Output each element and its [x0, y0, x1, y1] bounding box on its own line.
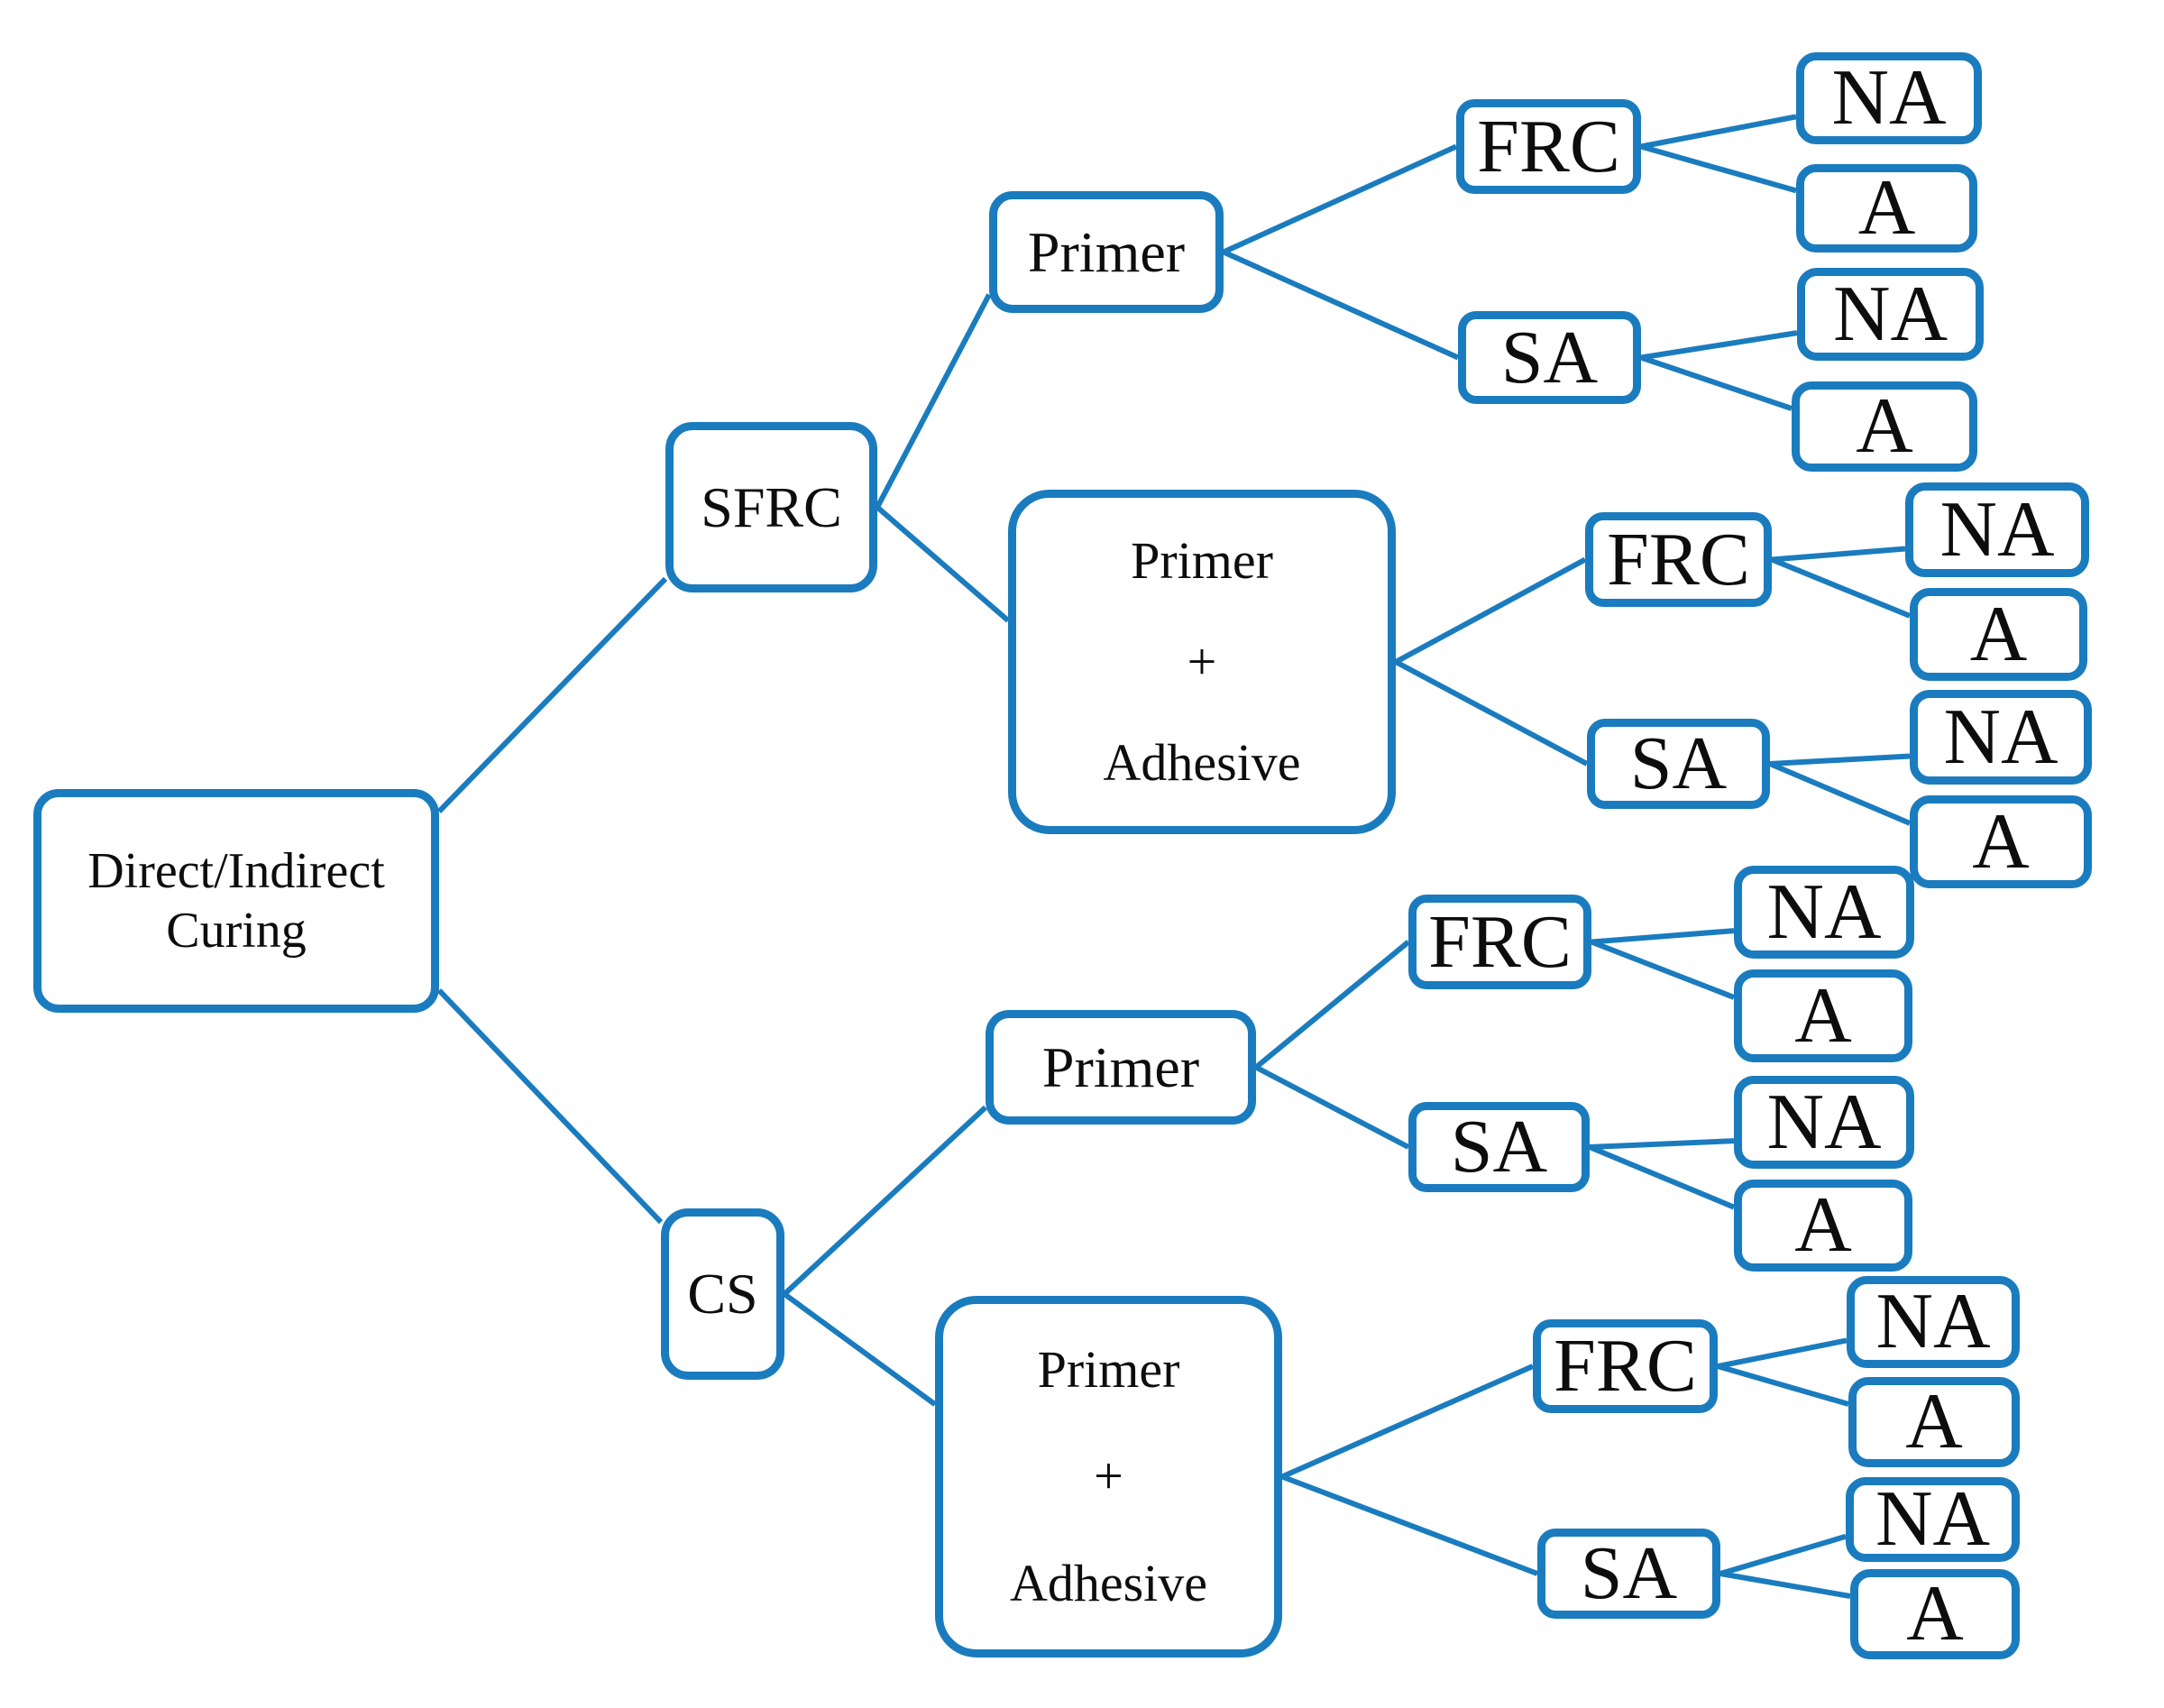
node-label: +	[1187, 631, 1217, 691]
node-label: NA	[1766, 868, 1882, 956]
node-label: A	[1794, 971, 1852, 1060]
node-label: SA	[1580, 1531, 1678, 1616]
node-sa4: SA	[1537, 1529, 1720, 1619]
node-sa2: SA	[1587, 719, 1770, 809]
node-pa1: Primer + Adhesive	[1008, 490, 1396, 834]
node-label: SA	[1450, 1105, 1548, 1189]
node-a8: A	[1850, 1569, 2020, 1659]
node-label: Direct/Indirect	[87, 842, 385, 899]
node-a2: A	[1792, 381, 1977, 472]
node-label: CS	[687, 1262, 758, 1327]
edge-root-cs	[436, 988, 664, 1225]
node-sa1: SA	[1458, 311, 1641, 404]
edge-sa4-na8	[1719, 1533, 1847, 1576]
node-label: FRC	[1428, 899, 1572, 984]
node-label: Primer	[1131, 530, 1273, 590]
edge-pa1-frc2	[1394, 556, 1587, 665]
node-label: NA	[1832, 270, 1949, 358]
edge-frc2-na3	[1771, 546, 1906, 563]
node-na4: NA	[1910, 690, 2092, 785]
node-na1: NA	[1796, 52, 1982, 144]
node-label: FRC	[1607, 517, 1750, 601]
edge-primer1-frc1	[1222, 143, 1458, 255]
node-label: FRC	[1477, 104, 1620, 188]
node-label: A	[1856, 382, 1913, 471]
edge-frc4-a7	[1717, 1364, 1849, 1407]
node-label: Primer	[1037, 1339, 1180, 1399]
node-label: SFRC	[701, 474, 842, 539]
edge-sa1-na2	[1640, 330, 1798, 361]
node-cs: CS	[661, 1208, 784, 1380]
node-na3: NA	[1905, 482, 2089, 577]
node-label: NA	[1943, 693, 2059, 781]
edge-pa1-sa2	[1394, 659, 1589, 767]
node-label: Primer	[1041, 1034, 1200, 1099]
edge-primer2-sa3	[1254, 1064, 1410, 1150]
node-label: +	[1094, 1446, 1123, 1506]
node-label: NA	[1875, 1278, 1991, 1366]
node-sa3: SA	[1408, 1102, 1590, 1192]
node-na7: NA	[1847, 1276, 2020, 1368]
node-a7: A	[1848, 1377, 2020, 1467]
node-label: Adhesive	[1103, 732, 1301, 792]
node-frc3: FRC	[1408, 895, 1591, 989]
edge-sfrc-pa1	[876, 505, 1010, 623]
node-a6: A	[1734, 1180, 1912, 1272]
node-na6: NA	[1734, 1076, 1914, 1169]
node-na8: NA	[1846, 1475, 2020, 1563]
node-pa2: Primer + Adhesive	[935, 1296, 1282, 1657]
node-primer2: Primer	[986, 1010, 1256, 1125]
edge-sfrc-primer1	[875, 293, 992, 509]
edge-sa3-a6	[1588, 1144, 1736, 1210]
node-label: Curing	[166, 903, 307, 959]
edge-sa1-a2	[1640, 354, 1793, 411]
node-a5: A	[1734, 969, 1912, 1062]
node-label: NA	[1939, 485, 2055, 574]
edge-pa2-sa4	[1280, 1474, 1539, 1576]
node-a1: A	[1796, 164, 1977, 253]
edge-cs-pa2	[783, 1291, 937, 1407]
node-frc4: FRC	[1533, 1319, 1718, 1413]
node-label: A	[1905, 1378, 1963, 1466]
node-a3: A	[1910, 588, 2087, 681]
edge-primer1-sa1	[1222, 249, 1460, 361]
node-label: A	[1857, 164, 1916, 253]
node-label: SA	[1500, 315, 1599, 399]
node-label: Adhesive	[1009, 1553, 1208, 1612]
node-label: NA	[1875, 1475, 1991, 1564]
node-na2: NA	[1797, 268, 1984, 361]
edge-primer2-frc3	[1254, 940, 1410, 1070]
node-label: A	[1969, 590, 2028, 678]
node-frc1: FRC	[1456, 99, 1641, 194]
edge-sa2-na4	[1769, 753, 1911, 767]
node-label: A	[1972, 797, 2030, 886]
edge-root-sfrc	[436, 576, 668, 813]
edge-sa4-a8	[1719, 1571, 1851, 1599]
node-label: SA	[1629, 721, 1728, 806]
edge-frc3-na5	[1591, 928, 1735, 945]
edge-cs-primer2	[782, 1105, 988, 1297]
node-label: NA	[1766, 1078, 1882, 1166]
edge-sa2-a4	[1768, 761, 1912, 826]
edge-pa2-frc4	[1280, 1364, 1535, 1480]
node-frc2: FRC	[1585, 512, 1772, 607]
edge-frc2-a3	[1770, 556, 1912, 619]
node-na5: NA	[1734, 866, 1914, 959]
node-label: FRC	[1554, 1324, 1697, 1409]
edge-frc1-a1	[1640, 143, 1797, 194]
node-label: A	[1906, 1570, 1964, 1658]
node-primer1: Primer	[989, 191, 1224, 313]
edge-frc1-na1	[1640, 114, 1797, 150]
node-label: A	[1794, 1181, 1852, 1270]
node-label: NA	[1831, 54, 1947, 142]
edge-sa3-na6	[1589, 1138, 1735, 1150]
node-label: Primer	[1027, 219, 1186, 284]
node-sfrc: SFRC	[665, 422, 877, 592]
node-a4: A	[1910, 795, 2092, 888]
edge-frc4-na7	[1717, 1337, 1848, 1369]
edge-frc3-a5	[1590, 939, 1736, 1000]
